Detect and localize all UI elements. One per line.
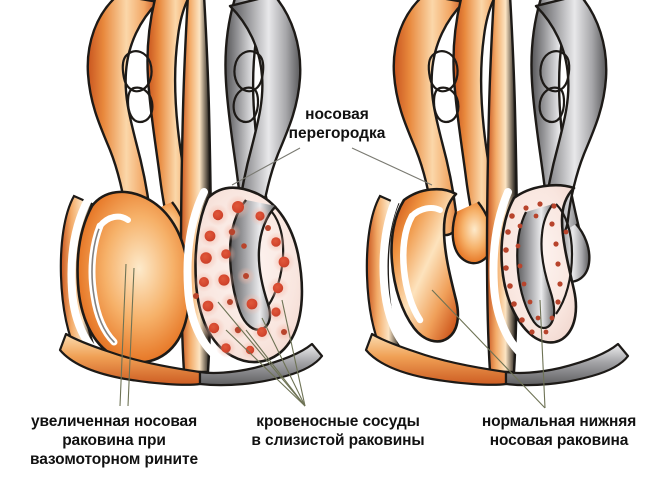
caption-blood-vessels: кровеносные сосуды в слизистой раковины xyxy=(251,413,425,449)
leader-lines xyxy=(119,147,546,409)
leader-mid-a xyxy=(217,301,306,407)
caption-enlarged-turbinate: увеличенная носовая раковина при вазомот… xyxy=(30,413,198,468)
leader-right-a xyxy=(539,299,546,409)
airway-gap-right-b xyxy=(489,188,530,362)
leader-mid-b xyxy=(225,329,306,407)
vasomotor-rhinitis-panel xyxy=(58,0,324,387)
nasal-floor-mid xyxy=(198,342,324,387)
leader-left-a xyxy=(119,263,127,407)
label-nasal-septum: носовая перегородка xyxy=(288,106,386,142)
leader-left-b xyxy=(127,267,135,407)
caption-normal-turbinate: нормальная нижняя носовая раковина xyxy=(481,413,637,449)
leader-mid-d xyxy=(261,317,306,407)
blood-vessel-dots xyxy=(193,195,295,359)
normal-turbinate-gray xyxy=(500,183,578,344)
leader-septum-left xyxy=(231,147,301,186)
blood-vessel-dots-right xyxy=(503,201,569,335)
leader-mid-c xyxy=(245,329,306,407)
airway-gap-right-a xyxy=(379,190,418,358)
leader-septum-right xyxy=(351,147,433,186)
vessel-turbinate-left xyxy=(193,186,304,364)
leader-right-b xyxy=(431,289,546,409)
normal-panel xyxy=(364,0,630,387)
nasal-floor-right-b xyxy=(504,342,630,387)
leader-mid-e xyxy=(281,299,306,407)
airway-gap-mid-left xyxy=(183,188,232,368)
normal-turbinate-orange xyxy=(390,187,460,343)
